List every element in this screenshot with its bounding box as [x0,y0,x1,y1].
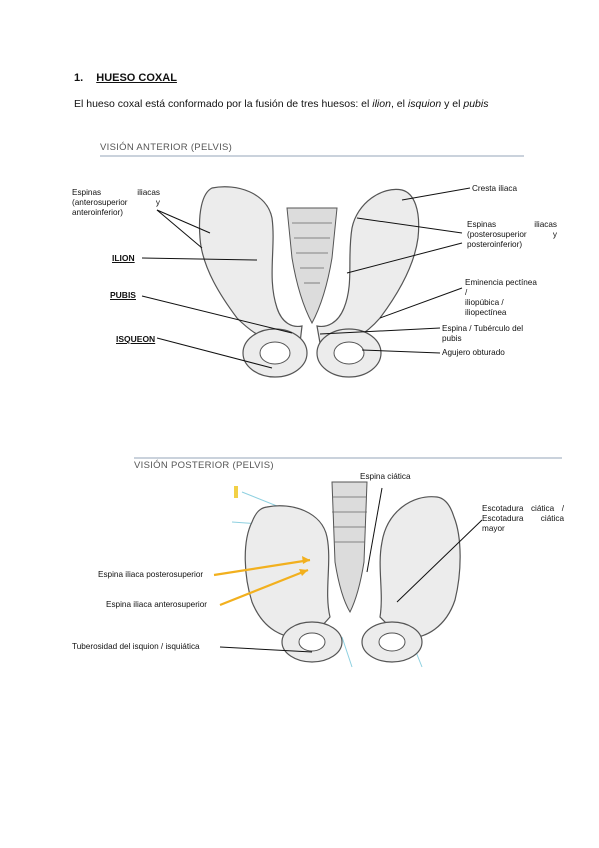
label-escotadura-ciatica: Escotadura ciática / Escotadura ciática … [482,504,564,533]
vertebra-lines [332,496,367,543]
label-tuberosidad-isquion: Tuberosidad del isquion / isquiática [72,642,200,651]
lumbar-spine-sacrum [331,481,368,614]
section-heading: 1. HUESO COXAL [74,72,177,84]
intro-sep1: , el [390,98,408,110]
section-number: 1. [74,72,84,84]
pelvis-posterior-illustration [134,457,562,668]
label-agujero-obturado: Agujero obturado [442,348,505,357]
intro-paragraph: El hueso coxal está conformado por la fu… [74,98,488,110]
intro-pubis: pubis [463,98,489,110]
right-foramen-posterior [378,632,406,652]
left-obturator-foramen [259,341,291,365]
intro-isquion: isquion [407,98,442,110]
section-title: HUESO COXAL [96,72,177,84]
left-foramen-posterior [298,632,326,652]
left-ilium-posterior [244,505,331,639]
right-ilium-posterior [379,496,461,639]
label-eminencia-pectinea: Eminencia pectínea / iliopúbica / iliope… [465,278,537,317]
left-ilium [198,186,303,345]
arrow-head-1 [302,556,310,564]
pelvis-anterior-illustration [100,155,524,378]
label-espina-pubis: Espina / Tubérculo del pubis [442,324,524,343]
sacrum [286,207,338,325]
intro-ilion: ilion [372,98,391,110]
figure-posterior-title: VISIÓN POSTERIOR (PELVIS) [134,460,274,471]
label-espina-iliaca-anterosuperior: Espina iliaca anterosuperior [106,600,208,609]
posterior-leader-lines [219,487,483,653]
label-cresta-iliaca: Cresta iliaca [472,184,518,193]
label-pubis: PUBIS [110,290,136,300]
label-espinas-iliacas-anterior: Espinas iliacas (anterosuperior y antero… [72,188,160,217]
intro-sep2: y el [441,98,464,110]
figure-posterior-view: VISIÓN POSTERIOR (PELVIS) Espina ciática… [62,452,564,676]
yellow-marker [234,486,238,498]
right-ilium [316,188,420,345]
label-espina-iliaca-posterosuperior: Espina iliaca posterosuperior [98,570,204,579]
right-obturator-foramen [333,341,365,365]
arrow-head-2 [299,569,308,576]
label-espinas-iliacas-posterior: Espinas iliacas (posterosuperior y poste… [467,220,557,249]
label-espina-ciatica: Espina ciática [360,472,411,481]
yellow-arrows [213,558,311,607]
intro-text: El hueso coxal está conformado por la fu… [74,98,373,110]
label-isqueon: ISQUEON [116,334,156,344]
figure-anterior-view: VISIÓN ANTERIOR (PELVIS) Espinas iliacas… [62,142,557,408]
figure-anterior-title: VISIÓN ANTERIOR (PELVIS) [100,142,233,153]
leader-lines [141,187,471,369]
label-ilion: ILION [112,253,135,263]
sacral-ridges [292,222,332,284]
